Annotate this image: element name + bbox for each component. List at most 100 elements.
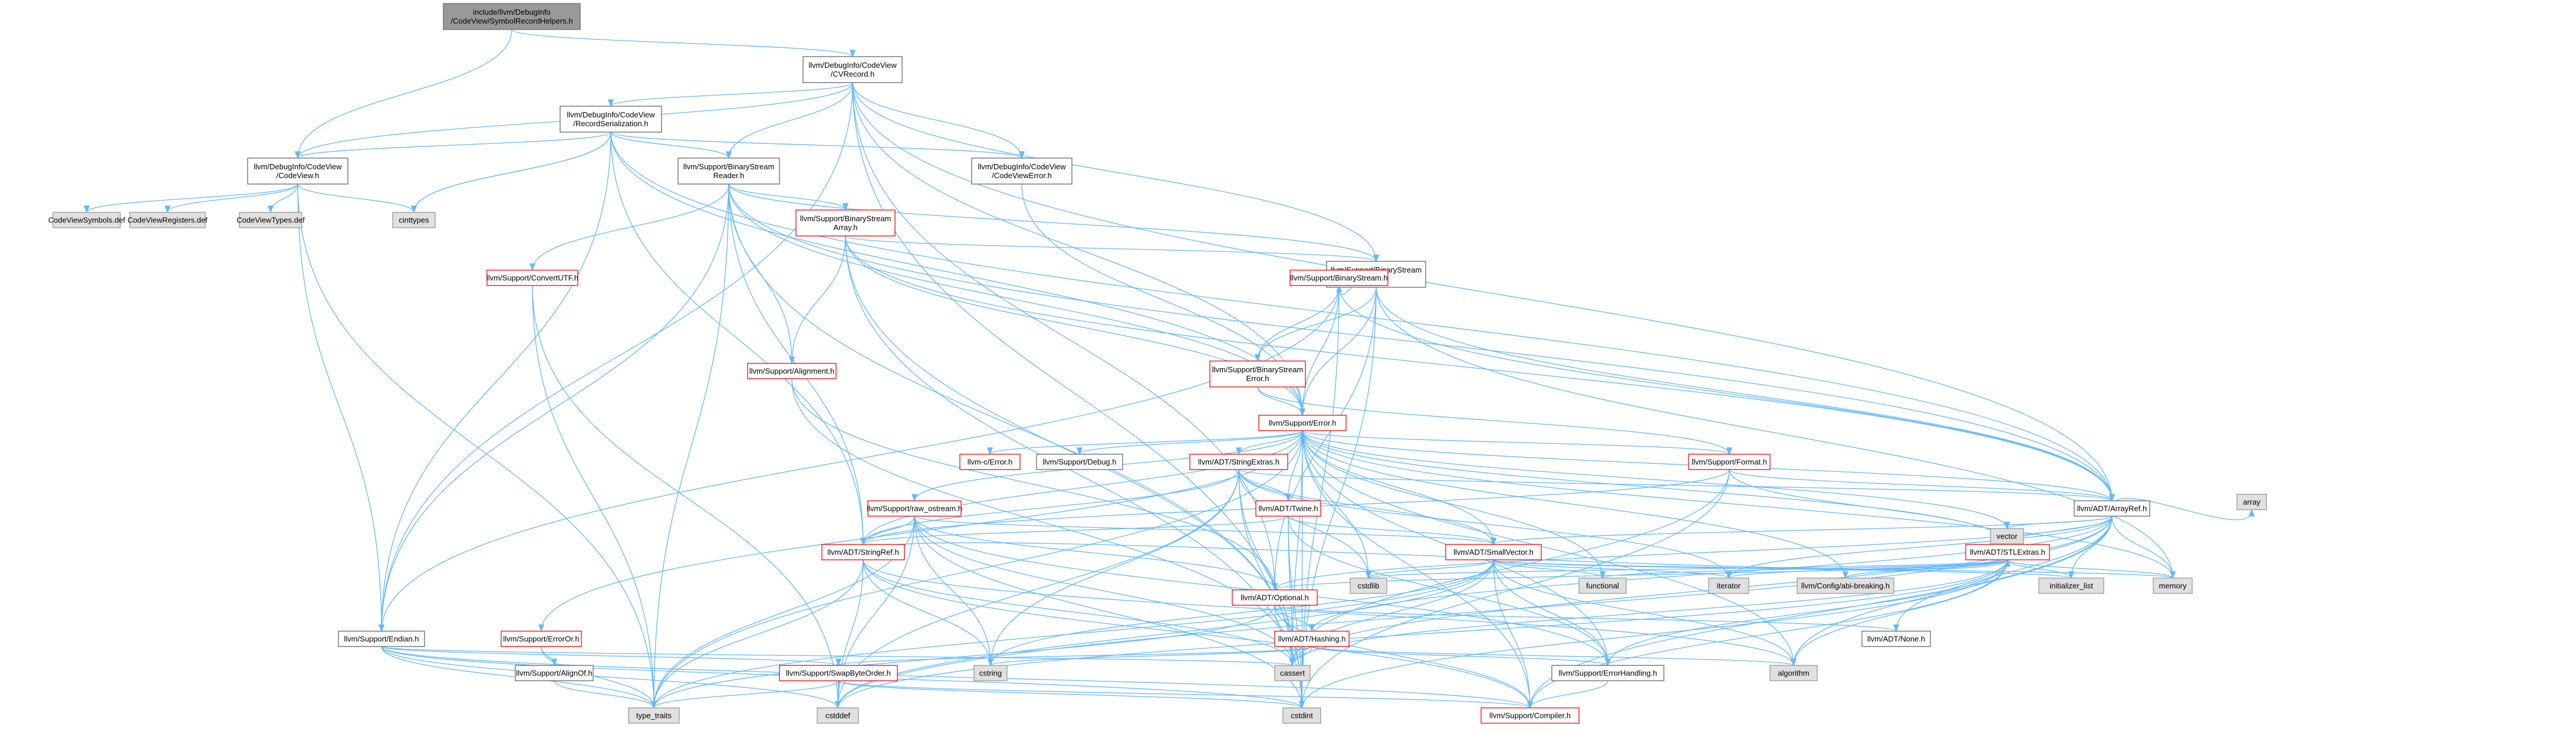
dependency-edge [378,285,1340,632]
node-label: llvm/Support/BinaryStream [800,214,891,223]
dependency-edge [608,82,853,107]
node-error[interactable]: llvm/Support/Error.h [1258,415,1347,431]
node-box [1965,544,2050,560]
dependency-edge [863,559,994,667]
node-cerror[interactable]: llvm-c/Error.h [959,454,1021,470]
dependency-edge [852,82,1025,159]
dependency-edge [860,516,915,546]
node-cverror[interactable]: llvm/DebugInfo/CodeView/CodeViewError.h [971,158,1072,185]
node-label: llvm/Support/Debug.h [1042,458,1116,467]
dependency-edge [1257,386,1306,416]
node-label: vector [1996,532,2018,541]
dependency-edge [297,183,385,632]
dependency-edge [1493,559,1611,667]
node-convertutf[interactable]: llvm/Support/ConvertUTF.h [486,270,578,286]
node-cstdlib: cstdlib [1350,578,1387,594]
dependency-edge [1604,559,2008,667]
node-twine[interactable]: llvm/ADT/Twine.h [1255,500,1321,517]
node-box [1551,665,1664,681]
node-cvregisters: CodeViewRegisters.def [127,212,208,228]
node-label: llvm/Support/Compiler.h [1489,711,1571,720]
node-recser[interactable]: llvm/DebugInfo/CodeView/RecordSerializat… [560,106,662,133]
node-box [867,500,962,517]
node-endian[interactable]: llvm/Support/Endian.h [338,631,425,647]
node-label: CodeViewRegisters.def [127,216,208,225]
dependency-edge [1365,559,1494,579]
node-label: llvm/ADT/StringRef.h [827,548,899,557]
node-debug[interactable]: llvm/Support/Debug.h [1036,454,1123,470]
node-box [1708,578,1749,594]
dependency-edge [914,516,1296,667]
node-alignof[interactable]: llvm/Support/AlignOf.h [515,665,594,681]
dependency-edge [852,82,1305,709]
node-cvrecord[interactable]: llvm/DebugInfo/CodeView/CVRecord.h [802,56,903,83]
dependency-edge [914,516,1496,546]
node-root[interactable]: include/llvm/DebugInfo/CodeView/SymbolRe… [443,3,581,30]
node-none[interactable]: llvm/ADT/None.h [1861,631,1931,647]
dependency-edge [988,646,1312,667]
node-swapbyte[interactable]: llvm/Support/SwapByteOrder.h [779,665,898,681]
node-errorhandling[interactable]: llvm/Support/ErrorHandling.h [1551,665,1664,681]
node-label: memory [2159,582,2187,590]
node-bstream[interactable]: llvm/Support/BinaryStream.h [1289,270,1389,286]
node-label: llvm/Support/ErrorHandling.h [1559,669,1657,678]
dependency-edge [1493,559,1732,579]
node-label: cstdlib [1358,582,1380,590]
dependency-edge [1274,605,1315,632]
node-box [1990,528,2024,544]
dependency-edge [1274,605,1899,632]
dependency-edge [845,235,1305,709]
dependency-edge [1366,559,2008,579]
node-cstring: cstring [973,665,1008,681]
dependency-edge [650,430,1303,709]
dependency-edge [650,559,864,709]
dependency-edge [297,183,417,214]
dependency-edge [378,183,729,632]
node-label: llvm/DebugInfo/CodeView [567,110,655,119]
node-label: /RecordSerialization.h [573,119,648,128]
dependency-edge [1790,559,2008,667]
dependency-edge [164,183,298,214]
dependency-edge [554,680,657,709]
node-label: cstddef [825,711,850,720]
dependency-edge [650,183,729,709]
dependency-edge [1271,287,1377,591]
dependency-edge [1238,469,1732,579]
node-rawostream[interactable]: llvm/Support/raw_ostream.h [867,500,962,517]
node-box [677,158,780,185]
node-box [52,212,121,228]
node-erroror[interactable]: llvm/Support/ErrorOr.h [501,631,582,647]
dependency-edge [1077,430,1303,455]
node-label: llvm/ADT/Twine.h [1258,504,1318,513]
dependency-edge [863,559,1534,709]
dependency-edge [852,82,1278,591]
dependency-edge [1238,469,1497,546]
node-stringextras[interactable]: llvm/ADT/StringExtras.h [1189,454,1288,470]
dependency-edge [1302,430,2011,546]
node-stlextras[interactable]: llvm/ADT/STLExtras.h [1965,544,2050,560]
dependency-edge [914,516,994,667]
node-smallvector[interactable]: llvm/ADT/SmallVector.h [1445,544,1542,560]
node-box [1232,589,1318,606]
node-label: llvm/ADT/SmallVector.h [1453,548,1534,557]
dependency-edge [381,646,1295,667]
dependency-edge [863,559,1797,667]
dependency-edge [845,235,1379,262]
dependency-edge [863,542,2011,570]
node-optional[interactable]: llvm/ADT/Optional.h [1232,589,1318,606]
node-hashing[interactable]: llvm/ADT/Hashing.h [1274,631,1350,647]
node-codeview[interactable]: llvm/DebugInfo/CodeView/CodeView.h [247,158,348,185]
node-stringref[interactable]: llvm/ADT/StringRef.h [821,544,905,560]
node-arrayref[interactable]: llvm/ADT/ArrayRef.h [2074,500,2150,517]
dependency-edge [378,82,853,632]
node-label: llvm/Support/ErrorOr.h [503,635,579,644]
node-label: llvm/ADT/StringExtras.h [1198,458,1279,467]
node-compiler[interactable]: llvm/Support/Compiler.h [1481,707,1580,724]
node-format[interactable]: llvm/Support/Format.h [1688,454,1771,470]
dependency-edge [835,646,1312,667]
node-alignment[interactable]: llvm/Support/Alignment.h [747,363,837,379]
dependency-edge [1288,516,1497,546]
